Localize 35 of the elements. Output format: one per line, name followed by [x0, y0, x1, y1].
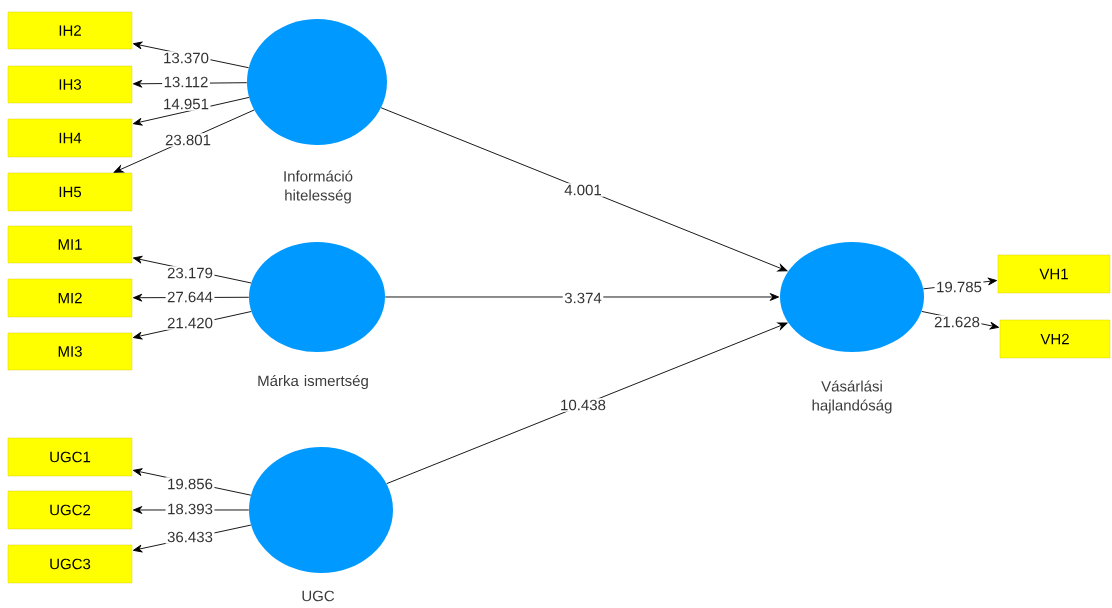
edge-label: 18.393 — [165, 502, 215, 516]
edge-label: 21.420 — [165, 316, 215, 330]
edge-label: 14.951 — [161, 97, 211, 111]
construct-label: Márka ismertség — [258, 374, 368, 390]
edge-label: 13.112 — [162, 75, 210, 89]
edge-label: 23.179 — [165, 266, 215, 280]
construct-label: Információ hitelesség — [284, 170, 353, 204]
arrow — [384, 293, 780, 301]
indicator-box: MI2 — [7, 278, 133, 318]
indicator-box: IH3 — [7, 65, 133, 104]
arrow — [386, 322, 788, 485]
edge-label: 21.628 — [932, 315, 982, 329]
edge-label: 23.801 — [163, 133, 213, 147]
edge-label: 4.001 — [562, 183, 604, 197]
indicator-box: UGC3 — [7, 544, 133, 584]
edge-label: 19.856 — [165, 477, 215, 491]
indicator-box: MI1 — [7, 225, 133, 264]
edge-label: 27.644 — [165, 290, 215, 304]
edge-label: 3.374 — [562, 291, 604, 305]
edge-label: 13.370 — [161, 51, 211, 65]
indicator-box: UGC1 — [7, 437, 133, 477]
indicator-box: IH4 — [7, 118, 133, 158]
arrow — [380, 107, 788, 272]
construct-label: Vásárlási hajlandóság — [812, 380, 892, 414]
edge-label: 19.785 — [934, 280, 984, 294]
indicator-box: MI3 — [7, 332, 133, 371]
indicator-box: VH1 — [997, 254, 1111, 294]
indicator-box: IH2 — [7, 11, 133, 50]
edge-label: 10.438 — [558, 398, 608, 412]
indicator-box: IH5 — [7, 172, 133, 212]
arrow — [132, 97, 250, 126]
indicator-box: VH2 — [999, 319, 1111, 359]
edge-label: 36.433 — [165, 530, 215, 544]
indicator-box: UGC2 — [7, 490, 133, 530]
construct-label: UGC — [302, 590, 335, 602]
